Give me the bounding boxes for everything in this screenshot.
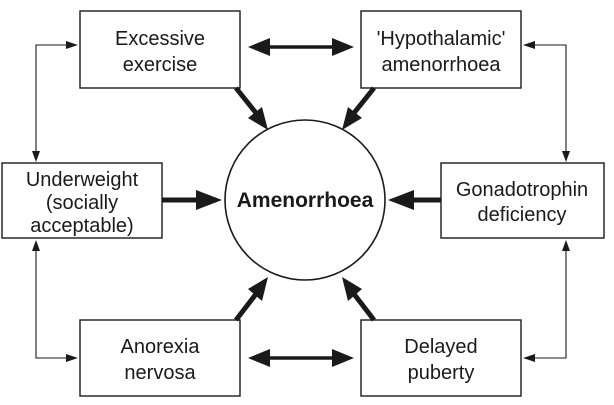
arrow-exercise-to-amenorrhoea (234, 86, 268, 130)
node-underweight: Underweight (socially acceptable) (1, 162, 163, 239)
node-label-line: (socially (46, 192, 118, 214)
center-circle (224, 119, 386, 281)
center-label: Amenorrhoea (237, 189, 374, 212)
node-label-line: Excessive (115, 28, 205, 50)
arrow-gonadotrophin-to-amenorrhoea (388, 190, 441, 210)
double-arrow-exercise-hypothalamic (248, 38, 354, 56)
node-label-line: Gonadotrophin (456, 179, 588, 201)
connector-underweight-anorexia (32, 240, 78, 362)
node-label-line: Anorexia (121, 336, 201, 358)
node-label-line: Delayed (404, 336, 477, 358)
node-hypothalamic-amenorrhoea: 'Hypothalamic' amenorrhoea (360, 10, 522, 89)
node-gonadotrophin-deficiency: Gonadotrophin deficiency (440, 162, 605, 239)
arrow-hypothalamic-to-amenorrhoea (342, 86, 376, 130)
node-label-line: puberty (408, 362, 475, 384)
connector-underweight-exercise (32, 41, 78, 162)
arrow-puberty-to-amenorrhoea (342, 277, 376, 322)
node-delayed-puberty: Delayed puberty (360, 319, 522, 397)
node-anorexia-nervosa: Anorexia nervosa (79, 319, 241, 397)
node-excessive-exercise: Excessive exercise (79, 10, 241, 89)
connector-hypothalamic-gonadotrophin (523, 41, 570, 162)
node-label-line: Underweight (26, 169, 139, 191)
node-label-line: acceptable) (30, 215, 133, 237)
node-label-line: exercise (123, 54, 197, 76)
node-label-line: 'Hypothalamic' (377, 28, 506, 50)
arrow-anorexia-to-amenorrhoea (234, 277, 268, 322)
node-label-line: nervosa (124, 362, 196, 384)
arrow-underweight-to-amenorrhoea (162, 190, 222, 210)
double-arrow-anorexia-puberty (248, 349, 354, 367)
node-label-line: deficiency (478, 204, 567, 226)
connector-gonadotrophin-puberty (523, 240, 570, 362)
node-label-line: amenorrhoea (382, 54, 502, 76)
